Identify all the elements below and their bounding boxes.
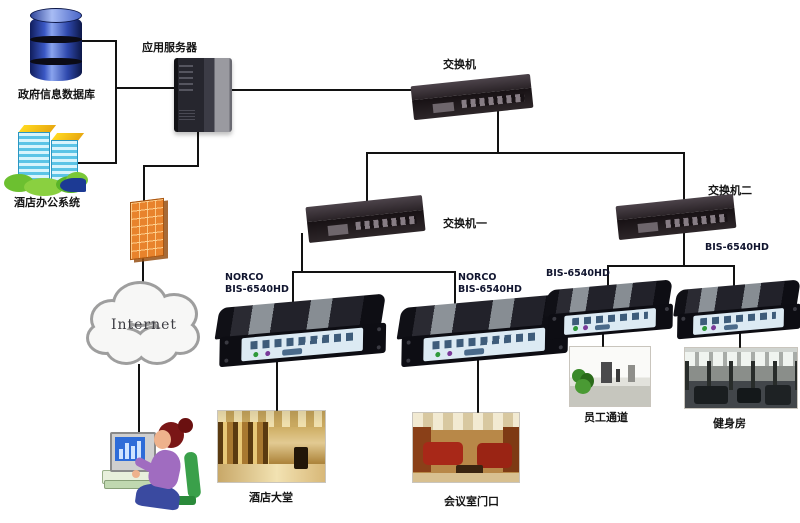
switch1-label: 交换机一 [443, 217, 487, 230]
connector-switch2-down [683, 230, 685, 267]
meeting-room-caption: 会议室门口 [444, 495, 499, 508]
gym-photo [685, 348, 797, 408]
norco3-device-icon [544, 279, 673, 340]
norco1-model: BIS-6540HD [225, 284, 289, 295]
operator-workstation-icon [94, 414, 202, 514]
chair-icon [183, 451, 202, 499]
main-switch-label: 交换机 [443, 58, 476, 71]
connector-bus-norco3 [607, 265, 609, 289]
connector-bus-norco1 [292, 271, 294, 305]
internet-cloud-icon: Internet [86, 281, 202, 371]
connector-server-mainswitch [231, 89, 413, 91]
connector-mainswitch-down [497, 108, 499, 154]
norco1-device-icon [214, 293, 387, 368]
norco1-label: NORCO BIS-6540HD [225, 272, 289, 296]
connector-db-riser [77, 40, 117, 42]
connector-norco4-photo [739, 332, 741, 349]
office-buildings-icon [4, 122, 90, 196]
meeting-room-photo [413, 413, 519, 482]
switch2-icon [615, 193, 737, 241]
connector-left-riser [115, 40, 117, 164]
office-system-label: 酒店办公系统 [14, 196, 80, 209]
connector-bus-norco2 [454, 271, 456, 305]
connector-server-down [197, 130, 199, 167]
connector-firewall-up [143, 165, 145, 203]
lobby-caption: 酒店大堂 [249, 491, 293, 504]
connector-norco3-photo [602, 332, 604, 348]
connector-bus-norco4 [733, 265, 735, 289]
norco3-label: BIS-6540HD [546, 268, 610, 279]
norco2-label: NORCO BIS-6540HD [458, 272, 522, 296]
connector-switch1-down [301, 233, 303, 273]
connector-firewall-cloud [142, 256, 144, 288]
norco2-device-icon [396, 293, 569, 368]
staff-passage-photo [570, 347, 650, 406]
app-server-icon [174, 58, 232, 132]
staff-passage-caption: 员工通道 [584, 411, 628, 424]
lobby-photo [218, 411, 325, 482]
main-switch-icon [410, 73, 534, 121]
internet-label: Internet [110, 317, 178, 333]
connector-riser-server [115, 87, 175, 89]
connector-switch2-bus [607, 265, 735, 267]
norco1-brand: NORCO [225, 272, 264, 283]
connector-office-riser [77, 162, 117, 164]
switch2-label: 交换机二 [708, 184, 752, 197]
switch1-icon [305, 194, 426, 244]
app-server-label: 应用服务器 [142, 41, 197, 54]
norco4-label: BIS-6540HD [705, 242, 769, 253]
connector-norco2-photo [477, 358, 479, 414]
connector-norco1-photo [276, 358, 278, 412]
database-label: 政府信息数据库 [18, 88, 95, 101]
connector-server-firewall-h [143, 165, 199, 167]
connector-bus-switch1 [366, 152, 368, 204]
norco2-model: BIS-6540HD [458, 284, 522, 295]
firewall-icon [130, 197, 164, 261]
connector-cloud-client [138, 364, 140, 438]
database-icon [30, 8, 82, 84]
gym-caption: 健身房 [713, 417, 746, 430]
norco4-device-icon [673, 279, 800, 340]
connector-bus-switch2 [683, 152, 685, 202]
connector-main-bus [366, 152, 685, 154]
norco2-brand: NORCO [458, 272, 497, 283]
connector-switch1-bus [292, 271, 456, 273]
